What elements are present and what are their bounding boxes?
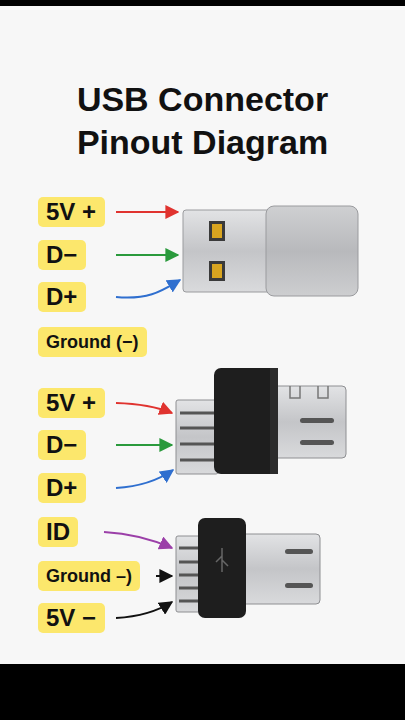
title: USB Connector Pinout Diagram [53, 78, 353, 164]
pin-name: 5V + [46, 197, 97, 227]
pin-name: D+ [46, 282, 78, 312]
leader-arrows [104, 212, 180, 618]
pin-name: 5V + [46, 388, 97, 418]
usb-a-plug [183, 206, 358, 296]
pin-name: D− [46, 240, 78, 270]
pin-label: D+ [38, 473, 86, 503]
micro-usb-plug [176, 518, 320, 618]
pin-name: Ground –) [46, 561, 132, 591]
pin-label: Ground –) [38, 561, 140, 591]
pin-name: D− [46, 430, 78, 460]
pin-label: D− [38, 430, 86, 460]
bottom-bar [0, 664, 405, 720]
pin-name: Ground (−) [46, 327, 139, 357]
pin-label: Ground (−) [38, 327, 147, 357]
pin-name: 5V − [46, 603, 97, 633]
micro-usb-plug [176, 368, 346, 474]
pin-label: D− [38, 240, 86, 270]
pin-label: ID [38, 517, 78, 547]
pin-label: 5V + [38, 388, 105, 418]
pin-label: 5V + [38, 197, 105, 227]
top-bar [0, 0, 405, 6]
pin-name: ID [46, 517, 70, 547]
pin-label: 5V − [38, 603, 105, 633]
pin-label: D+ [38, 282, 86, 312]
pin-name: D+ [46, 473, 78, 503]
title-block: USB Connector Pinout Diagram [0, 78, 405, 164]
